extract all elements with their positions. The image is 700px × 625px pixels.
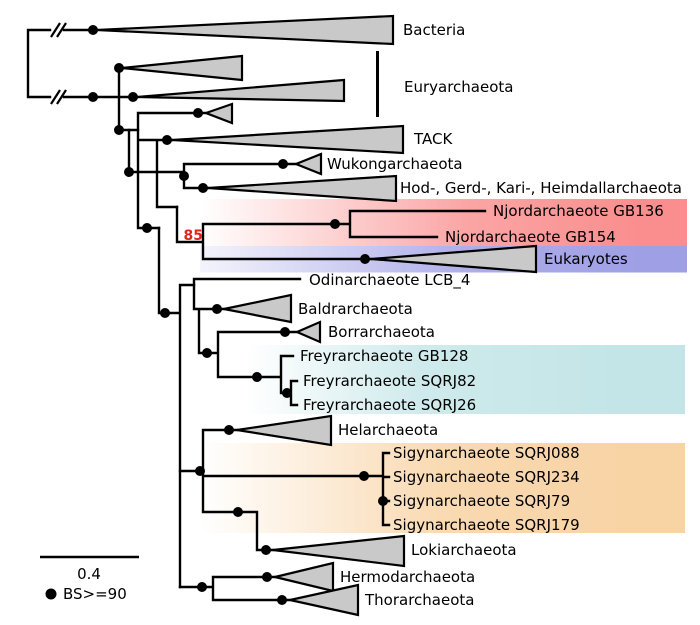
branch-hermod-thor bbox=[178, 575, 292, 602]
heimdallarchaeota-clade-triangle bbox=[207, 174, 398, 203]
taxon-label-euryarchaeota: Euryarchaeota bbox=[404, 78, 513, 96]
euryarchaeota-clade-triangle-3 bbox=[202, 102, 234, 125]
node-dot bbox=[280, 327, 290, 337]
legend-bootstrap-label: BS>=90 bbox=[63, 585, 127, 603]
taxon-label-njordarchaeote-gb136: Njordarchaeote GB136 bbox=[493, 202, 664, 220]
node-dot bbox=[124, 167, 134, 177]
node-dot bbox=[330, 219, 340, 229]
node-dot bbox=[282, 388, 292, 398]
thorarchaeota-clade-triangle bbox=[289, 583, 360, 617]
tip-labels: Bacteria Euryarchaeota TACK Wukongarchae… bbox=[298, 21, 682, 609]
taxon-label-borrarchaeota: Borrarchaeota bbox=[328, 323, 435, 341]
node-dot bbox=[359, 471, 369, 481]
branch-break-marks bbox=[50, 22, 67, 105]
taxon-label-odinarchaeote: Odinarchaeote LCB_4 bbox=[309, 271, 470, 290]
band-sigynarchaeote bbox=[200, 443, 685, 533]
node-dot bbox=[162, 135, 172, 145]
node-dot bbox=[233, 507, 243, 517]
node-dot bbox=[252, 372, 262, 382]
bootstrap-node-dots bbox=[88, 25, 388, 605]
band-njordarchaeote bbox=[200, 199, 687, 246]
node-dot bbox=[142, 223, 152, 233]
taxon-label-sigynarchaeote-sqrj088: Sigynarchaeote SQRJ088 bbox=[393, 444, 580, 462]
baldrarchaeota-clade-triangle bbox=[223, 293, 293, 324]
taxon-label-baldrarchaeota: Baldrarchaeota bbox=[298, 300, 413, 318]
taxon-label-helarchaeota: Helarchaeota bbox=[338, 421, 438, 439]
node-dot bbox=[193, 108, 203, 118]
lokiarchaeota-clade-triangle bbox=[272, 534, 406, 568]
tack-clade-triangle bbox=[171, 124, 405, 155]
break-archaea-branch bbox=[50, 89, 67, 105]
node-dot bbox=[179, 171, 189, 181]
branch-euryarchaeota3-tack bbox=[136, 111, 208, 230]
taxon-label-freyrarchaeote-gb128: Freyrarchaeote GB128 bbox=[300, 347, 468, 365]
legend: BS>=90 bbox=[45, 585, 127, 603]
taxon-label-freyrarchaeote-sqrj82: Freyrarchaeote SQRJ82 bbox=[303, 372, 476, 390]
node-dot bbox=[212, 304, 222, 314]
taxon-label-hermodarchaeota: Hermodarchaeota bbox=[340, 568, 475, 586]
node-dot bbox=[277, 595, 287, 605]
node-dot bbox=[160, 308, 170, 318]
taxon-label-eukaryotes: Eukaryotes bbox=[544, 250, 628, 268]
band-freyrarchaeote bbox=[246, 345, 685, 414]
node-dot bbox=[114, 125, 124, 135]
hermodarchaeota-clade-triangle bbox=[274, 561, 335, 593]
node-dot bbox=[88, 25, 98, 35]
node-dot bbox=[202, 348, 212, 358]
taxon-label-sigynarchaeote-sqrj179: Sigynarchaeote SQRJ179 bbox=[393, 516, 580, 534]
helarchaeota-clade-triangle bbox=[236, 414, 333, 447]
node-dot bbox=[128, 92, 138, 102]
highlight-bands bbox=[200, 199, 687, 533]
taxon-label-lokiarchaeota: Lokiarchaeota bbox=[411, 541, 517, 559]
node-dot bbox=[261, 545, 271, 555]
taxon-label-bacteria: Bacteria bbox=[403, 21, 465, 39]
taxon-label-sigynarchaeote-sqrj234: Sigynarchaeote SQRJ234 bbox=[393, 468, 580, 486]
scale-bar: 0.4 bbox=[40, 555, 139, 583]
node-dot bbox=[88, 92, 98, 102]
break-bacteria-branch bbox=[50, 22, 67, 38]
borrarchaeota-clade-triangle bbox=[294, 320, 322, 344]
taxon-label-tack: TACK bbox=[413, 130, 453, 148]
node-dot bbox=[198, 183, 208, 193]
scale-bar-value: 0.4 bbox=[77, 565, 101, 583]
node-dot bbox=[197, 582, 207, 592]
node-dot bbox=[360, 254, 370, 264]
taxon-label-sigynarchaeote-sqrj79: Sigynarchaeote SQRJ79 bbox=[393, 492, 570, 510]
support-value-85: 85 bbox=[184, 228, 203, 244]
branch-njord-eukaryotes bbox=[175, 205, 487, 261]
node-dot bbox=[114, 63, 124, 73]
node-dot bbox=[278, 159, 288, 169]
wukongarchaeota-clade-triangle bbox=[293, 152, 323, 176]
taxon-label-thorarchaeota: Thorarchaeota bbox=[364, 591, 474, 609]
branch-lower-backbone bbox=[157, 226, 196, 589]
clade-triangles bbox=[96, 14, 538, 617]
euryarchaeota-clade-triangle-2 bbox=[136, 78, 346, 103]
euryarchaeota-clade-triangle-1 bbox=[121, 54, 244, 82]
node-dot bbox=[224, 425, 234, 435]
legend-bootstrap-dot-icon bbox=[45, 588, 57, 600]
eukaryotes-clade-triangle bbox=[370, 244, 538, 274]
node-dot bbox=[378, 496, 388, 506]
taxon-label-wukongarchaeota: Wukongarchaeota bbox=[327, 155, 463, 173]
branch-root-outgroups bbox=[26, 28, 140, 132]
node-dot bbox=[195, 466, 205, 476]
bacteria-clade-triangle bbox=[96, 14, 395, 46]
node-dot bbox=[262, 572, 272, 582]
taxon-label-heimdall-group: Hod-, Gerd-, Kari-, Heimdallarchaeota bbox=[400, 179, 682, 197]
taxon-label-njordarchaeote-gb154: Njordarchaeote GB154 bbox=[445, 228, 616, 246]
taxon-label-freyrarchaeote-sqrj26: Freyrarchaeote SQRJ26 bbox=[303, 396, 476, 414]
